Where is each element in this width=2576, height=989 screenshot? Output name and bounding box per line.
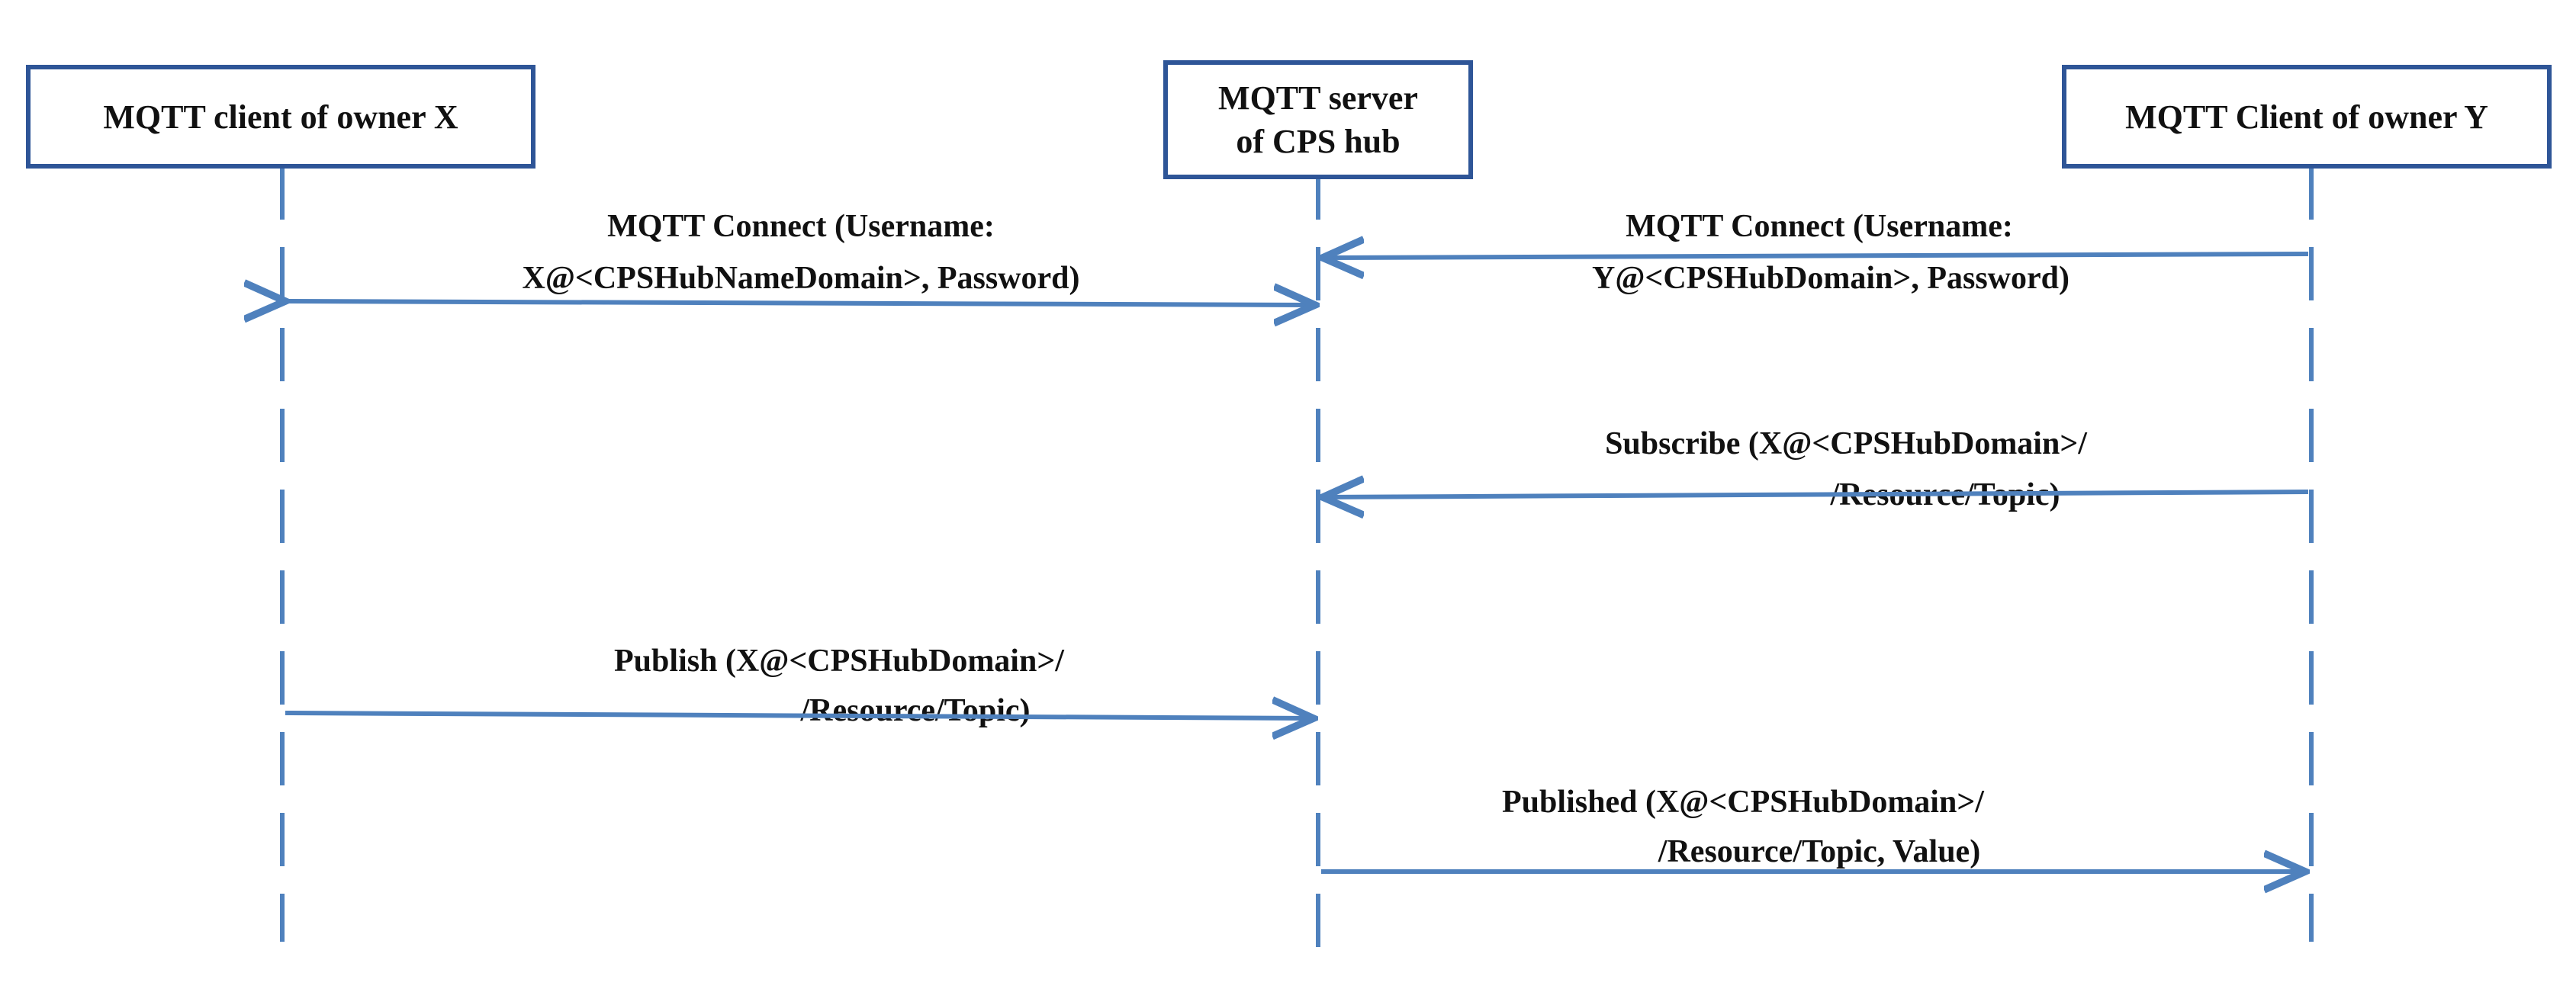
- message-label-line-1: MQTT Connect (Username:: [1626, 209, 2013, 244]
- message-label-line-2: /Resource/Topic, Value): [1658, 834, 1980, 869]
- message-label-line-1: MQTT Connect (Username:: [607, 209, 995, 244]
- message-label-line-2: /Resource/Topic): [800, 693, 1031, 728]
- message-connect-x: MQTT Connect (Username: X@<CPSHubNameDom…: [285, 209, 1315, 305]
- message-arrow: [1323, 492, 2309, 497]
- participant-client-x: MQTT client of owner X: [26, 65, 535, 169]
- message-connect-y: MQTT Connect (Username: Y@<CPSHubDomain>…: [1323, 209, 2309, 296]
- participant-label: MQTT client of owner X: [103, 98, 458, 136]
- message-subscribe: Subscribe (X@<CPSHubDomain>/ /Resource/T…: [1323, 426, 2309, 512]
- participant-box: [2062, 65, 2552, 169]
- message-publish: Publish (X@<CPSHubDomain>/ /Resource/Top…: [285, 644, 1314, 728]
- message-arrow: [1323, 254, 2309, 258]
- participant-label-line-2: of CPS hub: [1236, 123, 1400, 160]
- message-arrow: [285, 713, 1314, 718]
- message-label-line-2: X@<CPSHubNameDomain>, Password): [523, 261, 1080, 296]
- participant-label-line-1: MQTT server: [1218, 79, 1418, 117]
- message-label-line-2: Y@<CPSHubDomain>, Password): [1592, 261, 2069, 296]
- message-label-line-1: Published (X@<CPSHubDomain>/: [1502, 785, 1985, 820]
- message-arrow: [285, 301, 1315, 305]
- message-label-line-1: Publish (X@<CPSHubDomain>/: [614, 644, 1065, 679]
- message-published: Published (X@<CPSHubDomain>/ /Resource/T…: [1321, 785, 2305, 872]
- participant-label: MQTT Client of owner Y: [2125, 98, 2488, 136]
- participant-box: [26, 65, 535, 169]
- participant-server: MQTT server of CPS hub: [1163, 60, 1473, 179]
- participant-client-y: MQTT Client of owner Y: [2062, 65, 2552, 169]
- message-label-line-1: Subscribe (X@<CPSHubDomain>/: [1605, 426, 2088, 461]
- participant-box: [1163, 60, 1473, 179]
